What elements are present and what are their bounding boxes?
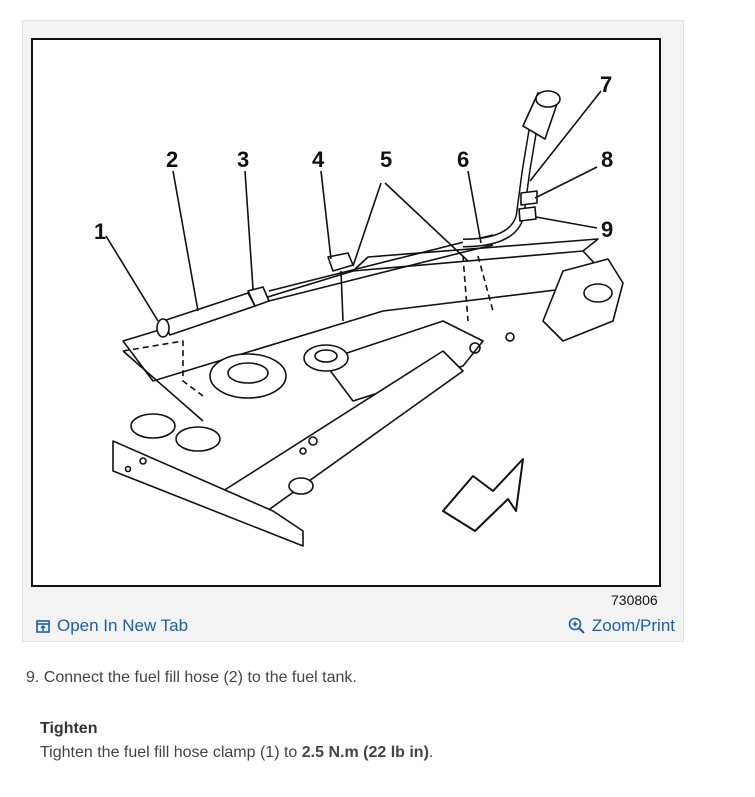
zoom-in-icon: [568, 617, 586, 635]
callout-7: 7: [600, 72, 612, 97]
zoom-print-label: Zoom/Print: [591, 616, 675, 635]
callout-3: 3: [237, 147, 249, 172]
step-instruction: 9. Connect the fuel fill hose (2) to the…: [26, 669, 357, 686]
open-in-new-tab-button[interactable]: Open In New Tab: [35, 616, 188, 636]
callout-2: 2: [166, 147, 178, 172]
figure-number: 730806: [611, 592, 658, 608]
tighten-instruction: Tighten the fuel fill hose clamp (1) to …: [40, 744, 433, 762]
fuel-fill-hose-diagram: 1 2 3 4 5 6 7 8 9: [31, 38, 661, 587]
callout-leaders: [105, 90, 602, 322]
figure-toolbar: Open In New Tab Zoom/Print: [23, 611, 683, 641]
callout-8: 8: [601, 147, 613, 172]
tighten-heading: Tighten: [40, 720, 98, 737]
callout-labels: 1 2 3 4 5 6 7 8 9: [94, 72, 613, 244]
callout-5: 5: [380, 147, 392, 172]
tighten-suffix: .: [428, 744, 434, 761]
figure-card: 1 2 3 4 5 6 7 8 9 730806 Open In New Tab: [22, 20, 684, 642]
diagram-artwork: [112, 90, 624, 547]
callout-6: 6: [457, 147, 469, 172]
tighten-prefix: Tighten the fuel fill hose clamp (1) to: [40, 744, 302, 761]
callout-1: 1: [94, 219, 106, 244]
callout-9: 9: [601, 217, 613, 242]
open-in-new-tab-icon: [35, 618, 51, 634]
zoom-print-button[interactable]: Zoom/Print: [568, 616, 675, 636]
torque-value: 2.5 N.m (22 lb in): [301, 744, 429, 761]
open-in-new-tab-label: Open In New Tab: [57, 616, 189, 635]
callout-4: 4: [312, 147, 325, 172]
